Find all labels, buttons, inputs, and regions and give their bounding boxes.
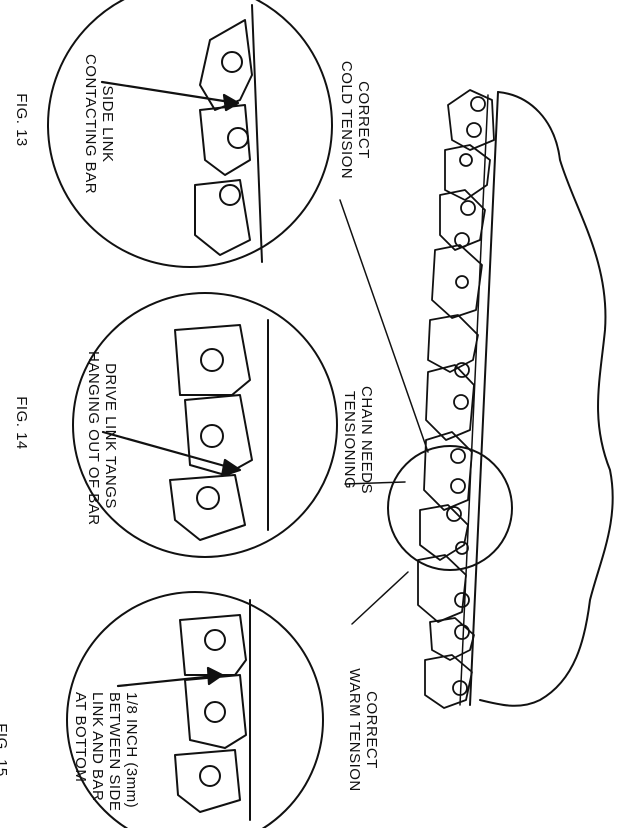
- fig15-label-line2: BETWEEN SIDE: [106, 692, 123, 812]
- chain-rivets: [446, 96, 486, 696]
- cold-tension-label: CORRECT COLD TENSION: [332, 50, 372, 190]
- fig13-label: SIDE LINK CONTACTING BAR: [64, 49, 116, 199]
- fig14-label-line1: DRIVE LINK TANGS: [102, 363, 119, 509]
- bar-edge: [469, 91, 499, 706]
- fig15-caption: FIG. 15: [0, 723, 10, 777]
- fig15-label: 1/8 INCH (3mm) BETWEEN SIDE LINK AND BAR…: [50, 692, 140, 822]
- fig13-caption: FIG. 13: [13, 93, 30, 147]
- needs-tensioning-label: CHAIN NEEDS TENSIONING: [335, 375, 375, 505]
- bar-body-outline: [479, 91, 614, 707]
- fig13-detail: [47, 0, 333, 268]
- fig13-label-line1: SIDE LINK: [99, 85, 116, 163]
- fig15-detail: [66, 591, 324, 828]
- cold-tension-line2: COLD TENSION: [338, 60, 355, 180]
- fig14-detail: [72, 292, 338, 558]
- warm-tension-label: CORRECT WARM TENSION: [340, 655, 380, 805]
- fig13-label-line2: CONTACTING BAR: [82, 53, 99, 195]
- leader-warm-tension: [351, 571, 409, 625]
- warm-tension-line1: CORRECT: [363, 691, 380, 769]
- needs-tensioning-line2: TENSIONING: [341, 390, 358, 490]
- fig15-label-line1: 1/8 INCH (3mm): [123, 692, 140, 809]
- fig14-caption: FIG. 14: [13, 396, 30, 450]
- bar-rail: [459, 94, 489, 706]
- fig15-label-line4: AT BOTTOM: [72, 692, 89, 783]
- leader-needs-tensioning: [344, 481, 406, 485]
- cold-tension-line1: CORRECT: [355, 81, 372, 159]
- chain-links: [417, 89, 495, 709]
- fig14-label-line2: HANGING OUT OF BAR: [85, 351, 102, 526]
- needs-tensioning-line1: CHAIN NEEDS: [358, 385, 375, 495]
- arrows: [100, 80, 242, 688]
- guide-bar-with-chain: [417, 89, 614, 709]
- warm-tension-line2: WARM TENSION: [346, 668, 363, 792]
- magnifier-circle: [387, 445, 513, 571]
- fig14-label: DRIVE LINK TANGS HANGING OUT OF BAR: [67, 351, 119, 526]
- leader-cold-tension: [339, 199, 429, 453]
- fig15-label-line3: LINK AND BAR: [89, 692, 106, 802]
